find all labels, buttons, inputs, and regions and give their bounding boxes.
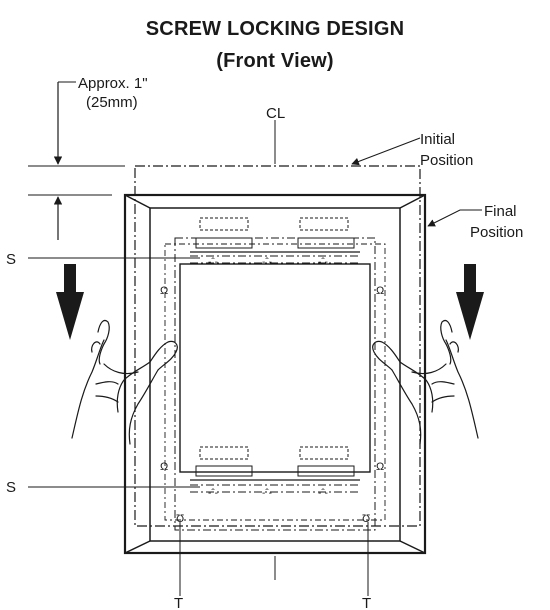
initial-position-label-line1: Initial (420, 131, 455, 148)
svg-text:-ˆ-: -ˆ- (318, 487, 328, 499)
right-hand-icon (372, 319, 479, 445)
tab-right-label: T (362, 595, 371, 610)
offset-label-line1: Approx. 1" (78, 75, 148, 92)
centerline-label: CL (266, 105, 285, 122)
svg-text:-ˆ-: -ˆ- (318, 256, 328, 268)
screw-bottom-label: S (6, 479, 16, 496)
svg-text:-ˆ-: -ˆ- (262, 256, 272, 268)
right-down-arrow-icon (456, 264, 484, 340)
svg-text:Ω: Ω (160, 461, 168, 473)
svg-text:Ʊ: Ʊ (176, 513, 184, 525)
svg-text:-ˆ-: -ˆ- (262, 487, 272, 499)
inner-panel (164, 237, 386, 531)
offset-dimension (28, 81, 125, 240)
diagram-title: SCREW LOCKING DESIGN (145, 18, 405, 40)
svg-text:-ˆ-: -ˆ- (208, 487, 218, 499)
svg-text:-ˆ-: -ˆ- (208, 256, 218, 268)
final-position-label-line2: Position (470, 224, 523, 241)
final-position-label-line1: Final (484, 203, 517, 220)
svg-text:Ω: Ω (376, 285, 384, 297)
initial-position-leader (351, 137, 421, 166)
left-hand-icon (71, 319, 178, 445)
svg-text:Ω: Ω (160, 285, 168, 297)
svg-text:Ʊ: Ʊ (362, 513, 370, 525)
offset-label-line2: (25mm) (86, 94, 138, 111)
final-position-frame (123, 193, 427, 555)
final-position-leader (427, 209, 482, 227)
upper-bracket: -ˆ- -ˆ- -ˆ- Ω Ω (160, 217, 384, 297)
svg-text:Ω: Ω (376, 461, 384, 473)
left-down-arrow-icon (56, 264, 84, 340)
lower-bracket: -ˆ- -ˆ- -ˆ- Ω Ω Ʊ Ʊ (160, 446, 384, 525)
initial-position-outline (134, 165, 421, 527)
diagram-subtitle: (Front View) (216, 50, 334, 72)
initial-position-label-line2: Position (420, 152, 473, 169)
screw-top-label: S (6, 251, 16, 268)
tab-left-label: T (174, 595, 183, 610)
